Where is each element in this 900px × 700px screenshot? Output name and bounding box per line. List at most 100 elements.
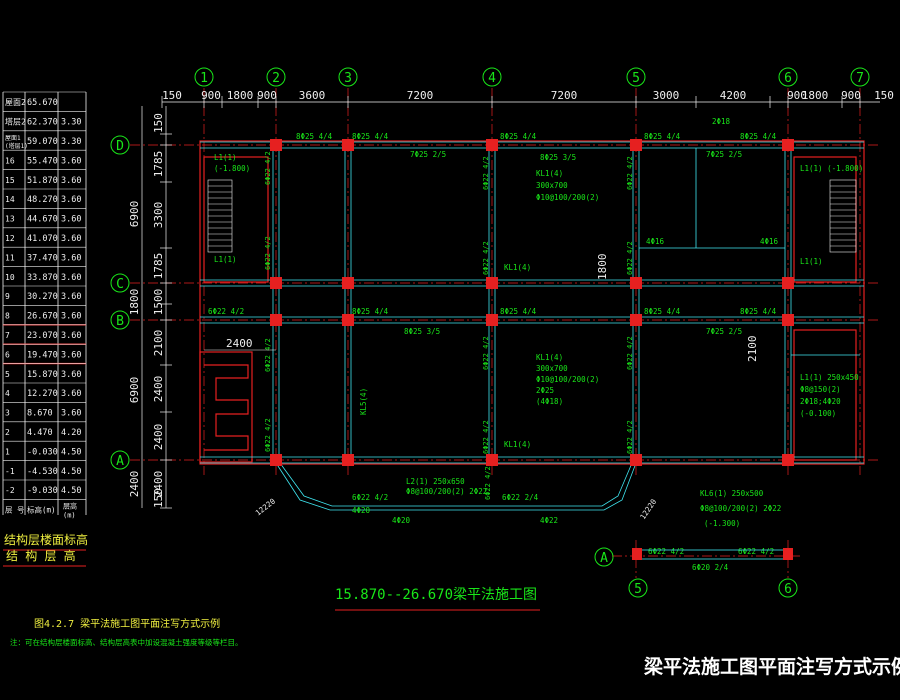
table-height: 3.60 [61,292,81,302]
figure-note: 注：可在结构层楼面标高、结构层高表中加设混凝土强度等级等栏目。 [10,637,243,647]
table-floor: 6 [5,350,10,359]
table-height: 4.50 [61,447,81,457]
table-elevation: 51.870 [27,176,58,186]
beam-label: 8Φ25 4/4 [740,307,777,316]
dim-top: 900 [201,89,221,102]
callout-kl1: KL1(4) [536,169,563,178]
table-floor: 12 [5,234,15,243]
callout-kl6-elev: (-1.300) [704,519,740,528]
beam-label: 8Φ25 4/4 [352,132,389,141]
beam-label: 6Φ22 4/2 [648,547,684,556]
dim-top: 900 [841,89,861,102]
beam-label: 6Φ22 4/2 [208,307,244,316]
dim-arc-right: 12220 [638,497,658,521]
callout-kl6-stirrup: Φ8@100/200(2) 2Φ22 [700,504,781,513]
table-height: 3.60 [61,156,81,166]
beam-label: 8Φ25 3/5 [540,153,576,162]
table-floor: 13 [5,215,15,224]
beam-label: 8Φ25 4/4 [500,132,537,141]
table-height: 3.60 [61,350,81,360]
table-elevation: 44.670 [27,215,58,225]
dim-left: 2400 [152,376,165,403]
walls [199,140,865,465]
dim-1800: 1800 [596,254,609,281]
dim-top: 3600 [299,89,326,102]
beam-label: 6Φ20 2/4 [692,563,729,572]
table-caption-elevation: 结构层楼面标高 [4,532,88,547]
beam-label: 4Φ20 [392,516,411,525]
table-floor: (塔层1) [5,142,28,150]
table-elevation: 48.270 [27,195,58,205]
table-floor: 8 [5,312,10,321]
table-header-height: 层高 [63,501,77,510]
dim-left: 1785 [152,151,165,178]
table-elevation: 59.070 [27,137,58,147]
table-elevation: 19.470 [27,350,58,360]
callout-l1-right: L1(1) (-1.800) [800,164,863,173]
beam-label: 6Φ22 4/2 [738,547,774,556]
table-floor: -1 [5,467,15,476]
table-elevation: 55.470 [27,156,58,166]
table-elevation: -4.530 [27,467,58,477]
local-dimensions: 2400 2100 1800 [204,254,759,363]
detail-axis-5: 5 [634,582,642,597]
top-dimension-line [161,96,880,108]
callout-kl1-size: 300x700 [536,364,568,373]
beam-label: 8Φ25 4/4 [352,307,389,316]
beam-label: 4Φ16 [760,237,779,246]
axis-label-6: 6 [784,71,792,86]
callout-l1: L1(1) [214,255,237,264]
table-height: 3.60 [61,234,81,244]
axis-label-b: B [116,314,124,329]
callout-kl1-stirrup: Φ10@100/200(2) [536,193,599,202]
dim-left: 2400 [152,424,165,451]
figure-caption: 图4.2.7 梁平法施工图平面注写方式示例 [34,617,220,630]
beam-label: 6Φ22 4/2 [484,466,492,500]
axis-label-7: 7 [856,71,864,86]
dim-2100: 2100 [746,336,759,363]
axis-label-a: A [116,454,124,469]
dim-top: 7200 [407,89,434,102]
beam-label: 2Φ18 [712,117,731,126]
table-height: 4.20 [61,428,81,438]
beam-label: 4Φ22 [540,516,558,525]
table-floor: 1 [5,447,10,456]
elevation-table [2,92,87,515]
callout-l2: L2(1) 250x650 [406,477,465,486]
dim-top: 4200 [720,89,747,102]
axis-label-4: 4 [488,71,496,86]
dim-left: 2400 [152,471,165,498]
beam-label: 6Φ22 4/2 [482,241,490,275]
table-elevation: 4.470 [27,428,53,438]
dim-arc-left: 12220 [254,496,278,517]
table-floor: 2 [5,428,10,437]
dim-top: 150 [874,89,894,102]
beam-label: 4Φ16 [646,237,665,246]
top-dimension-values: 150 900 1800 900 3600 7200 7200 3000 420… [162,89,894,102]
table-height: 4.50 [61,467,81,477]
axis-label-5: 5 [632,71,640,86]
beam-label: 6Φ22 4/2 [626,336,634,370]
callout-kl5: KL5(4) [359,388,368,415]
callouts: L1(1) (-1.800) L1(1) L1(1) (-1.800) L1(1… [214,153,863,528]
table-elevation: 15.870 [27,370,58,380]
beam-label: 6Φ22 4/2 [626,420,634,454]
callout-l1-stirrup: Φ8@150(2) [800,385,841,394]
beam-annotations-vertical: 6Φ22 4/2 6Φ22 4/2 6Φ22 4/2 6Φ22 4/2 6Φ22… [264,151,634,500]
callout-kl1: KL1(4) [504,440,531,449]
table-floor: 塔层2 [5,117,26,127]
dim-left: 1785 [152,253,165,280]
left-dimension-line [141,106,172,509]
table-floor: 16 [5,156,15,165]
callout-l1: L1(1) [800,257,823,266]
table-height: 3.60 [61,195,81,205]
table-height: 4.50 [61,486,81,496]
dim-top: 900 [787,89,807,102]
table-elevation: -9.030 [27,486,58,496]
table-floor: 屋面2 [5,98,26,107]
dim-left: 150 [152,488,165,508]
beam-annotations: 8Φ25 4/4 8Φ25 4/4 8Φ25 4/4 8Φ25 4/4 8Φ25… [208,117,779,572]
dim-top: 1800 [802,89,829,102]
beams [200,141,864,511]
callout-kl1-size: 300x700 [536,181,568,190]
